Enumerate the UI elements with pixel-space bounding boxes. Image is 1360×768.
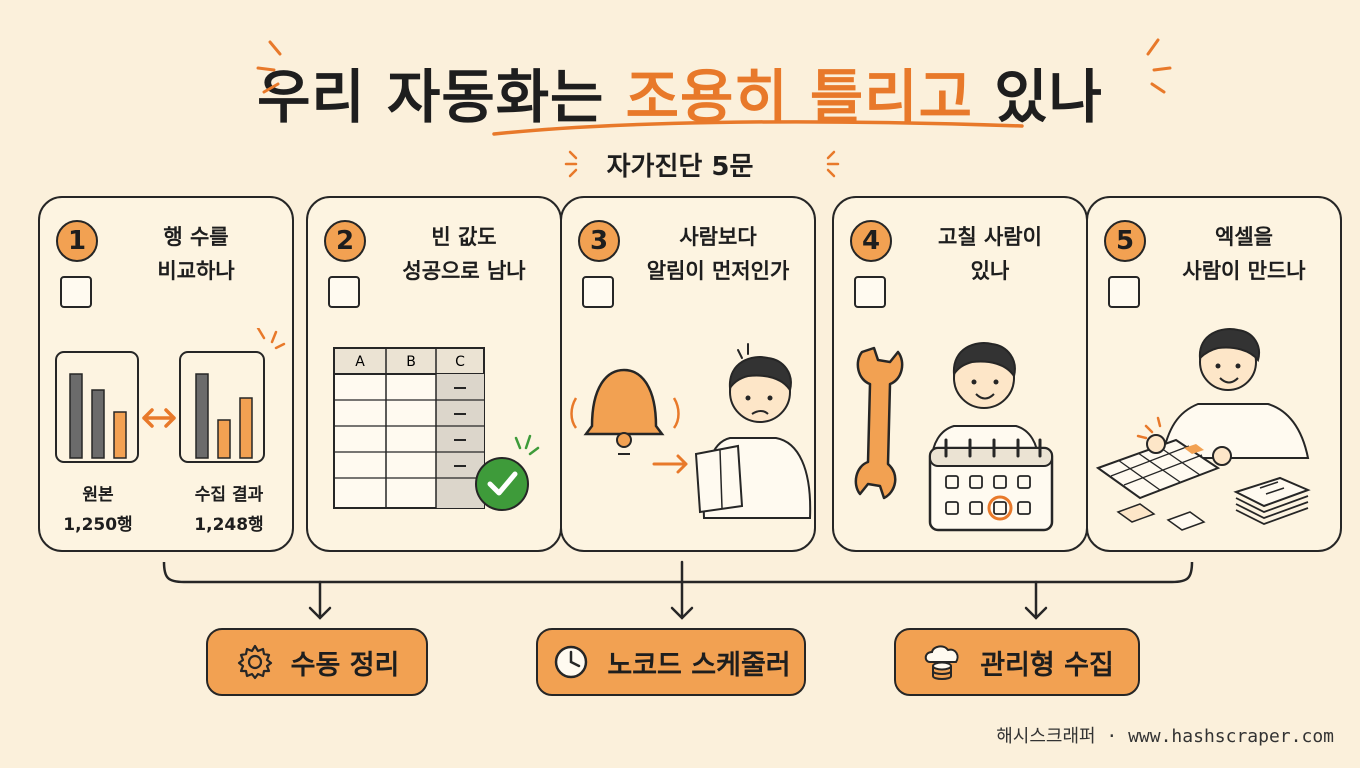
checkbox[interactable] (328, 276, 360, 308)
label-result-count: 1,248행 (194, 515, 264, 535)
column-c: C (455, 354, 465, 370)
question-line-2: 사람이 만드나 (1182, 259, 1306, 283)
card-4: 4 고칠 사람이 있나 (832, 196, 1088, 552)
card-question: 빈 값도 성공으로 남나 (376, 220, 552, 288)
card-number: 2 (324, 220, 366, 262)
question-line-1: 행 수를 (163, 225, 229, 249)
paper-stack-icon (1233, 476, 1311, 525)
result-label: 노코드 스케줄러 (607, 649, 791, 681)
title-part2: 있나 (994, 63, 1103, 131)
worried-person (694, 343, 812, 519)
title-spark-right-icon (1146, 38, 1172, 94)
wrench-icon (854, 346, 904, 500)
cloud-database-icon (924, 645, 959, 680)
title-spark-left-icon (256, 40, 282, 94)
card-number: 3 (578, 220, 620, 262)
bracket-connector (162, 560, 1194, 620)
question-line-2: 비교하나 (157, 259, 235, 283)
card-number: 5 (1104, 220, 1146, 262)
result-label: 관리형 수집 (980, 649, 1114, 681)
column-a: A (355, 354, 365, 370)
manual-excel-illustration (1095, 328, 1311, 531)
label-result: 수집 결과 1,248행 (174, 480, 284, 540)
column-b: B (406, 354, 416, 370)
calendar-icon (928, 438, 1054, 532)
question-line-1: 엑셀을 (1215, 225, 1273, 249)
subtitle-spark-left-icon (564, 150, 578, 178)
card-question: 고칠 사람이 있나 (902, 220, 1078, 288)
working-person (1136, 328, 1310, 459)
footer-credit: 해시스크래퍼 · www.hashscraper.com (996, 726, 1334, 747)
label-result-title: 수집 결과 (194, 485, 264, 505)
title-part1: 우리 자동화는 (257, 63, 605, 131)
title-underline (492, 120, 1024, 136)
result-managed[interactable]: 관리형 수집 (894, 628, 1140, 696)
checkbox[interactable] (854, 276, 886, 308)
card-question: 사람보다 알림이 먼저인가 (630, 220, 806, 288)
spreadsheet-grid-icon (1095, 434, 1232, 500)
label-original-count: 1,250행 (63, 515, 133, 535)
question-line-1: 사람보다 (679, 225, 757, 249)
result-label: 수동 정리 (290, 649, 400, 681)
row-compare-illustration (55, 328, 286, 463)
title-accent: 조용히 틀리고 (625, 63, 973, 131)
card-number: 1 (56, 220, 98, 262)
question-line-2: 성공으로 남나 (402, 259, 526, 283)
checkbox[interactable] (60, 276, 92, 308)
card-5: 5 엑셀을 사람이 만드나 (1086, 196, 1342, 552)
page-title: 우리 자동화는 조용히 틀리고 있나 (0, 50, 1360, 134)
repair-person (930, 342, 1040, 461)
card-question: 행 수를 비교하나 (108, 220, 284, 288)
question-line-1: 빈 값도 (431, 225, 497, 249)
label-original: 원본 1,250행 (50, 480, 146, 540)
card-2: 2 빈 값도 성공으로 남나 A B C (306, 196, 562, 552)
checkbox[interactable] (582, 276, 614, 308)
card-number: 4 (850, 220, 892, 262)
clock-icon (555, 645, 588, 679)
alert-person-illustration (570, 343, 812, 519)
question-line-2: 있나 (970, 259, 1010, 283)
card-3: 3 사람보다 알림이 먼저인가 (560, 196, 816, 552)
label-original-title: 원본 (82, 485, 114, 505)
result-nocode[interactable]: 노코드 스케줄러 (536, 628, 806, 696)
card-1: 1 행 수를 비교하나 원본 1,250행 수집 결과 1,248행 (38, 196, 294, 552)
card-question: 엑셀을 사람이 만드나 (1156, 220, 1332, 288)
bell-icon (570, 368, 680, 455)
result-manual[interactable]: 수동 정리 (206, 628, 428, 696)
question-line-1: 고칠 사람이 (938, 225, 1042, 249)
checkbox[interactable] (1108, 276, 1140, 308)
subtitle-spark-right-icon (826, 150, 840, 178)
spreadsheet-illustration: A B C (333, 347, 540, 511)
gear-icon (237, 644, 272, 680)
question-line-2: 알림이 먼저인가 (646, 259, 790, 283)
subtitle: 자가진단 5문 (606, 152, 754, 182)
wrench-calendar-illustration (854, 342, 1054, 532)
